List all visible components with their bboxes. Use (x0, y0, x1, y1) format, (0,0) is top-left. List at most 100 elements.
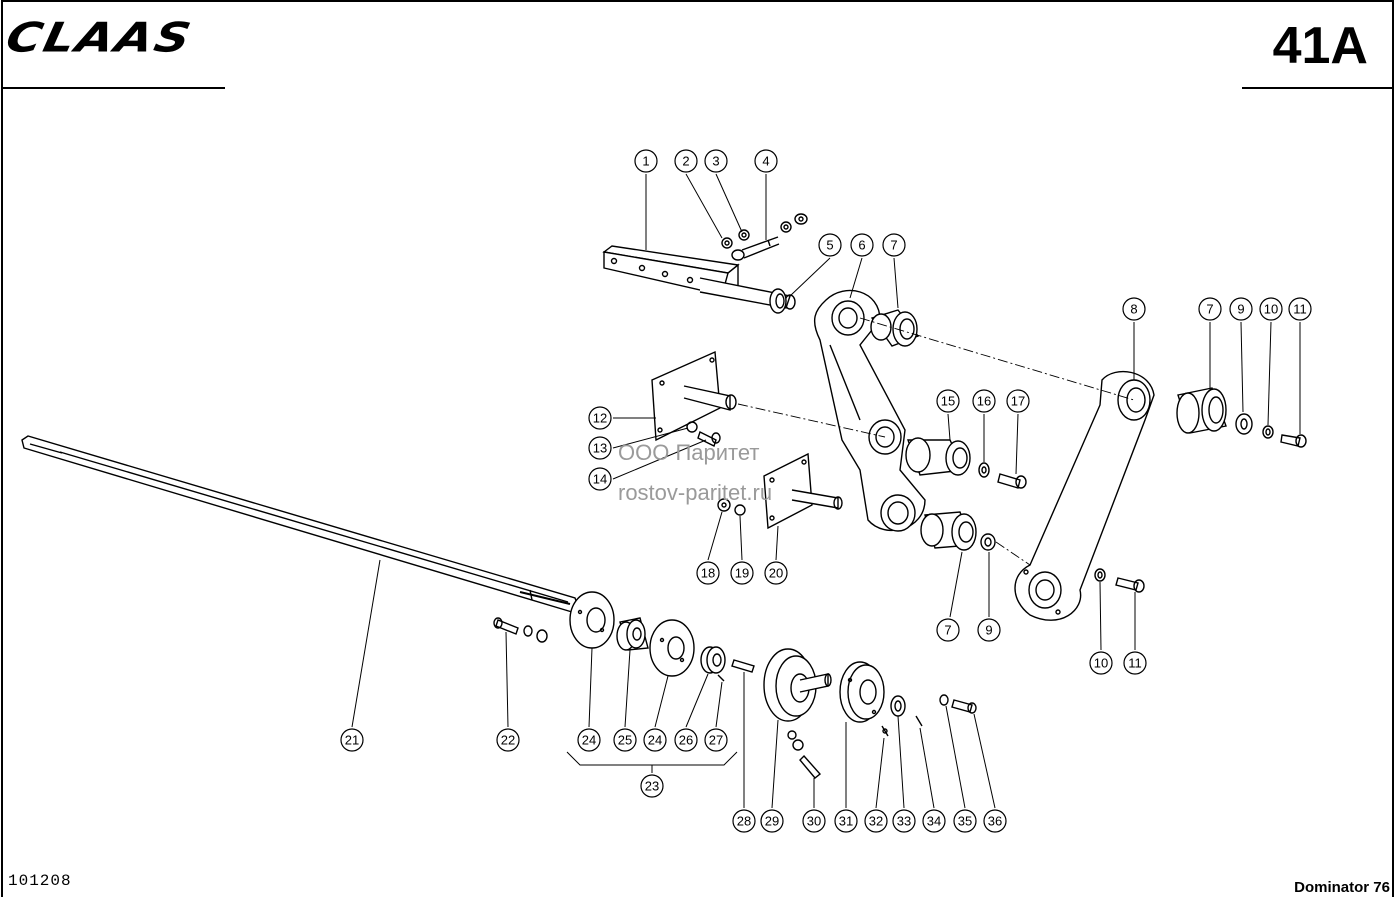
callout-label: 12 (593, 411, 607, 426)
callout-circle (588, 436, 612, 460)
callout-10: 10 (1259, 297, 1283, 321)
callout-label: 18 (701, 566, 715, 581)
callout-label: 11 (1128, 656, 1142, 671)
washer-9-lower (980, 533, 996, 551)
callout-31: 31 (834, 809, 858, 833)
bolt-4 (731, 236, 780, 261)
callout-label: 25 (618, 733, 632, 748)
shaft-21 (21, 435, 579, 613)
callout-7: 7 (882, 233, 906, 257)
callout-label: 7 (944, 623, 951, 638)
nut-2 (721, 237, 733, 249)
callout-12: 12 (588, 406, 612, 430)
callout-label: 9 (985, 623, 992, 638)
washer-16 (978, 462, 990, 478)
callout-circle (922, 809, 946, 833)
flange-24-left (569, 591, 615, 649)
callout-circle (972, 389, 996, 413)
callout-3: 3 (704, 149, 728, 173)
leader-lines (351, 173, 1301, 809)
callout-36: 36 (983, 809, 1007, 833)
callout-label: 1 (642, 154, 649, 169)
bushing-15 (905, 437, 971, 476)
callout-label: 35 (958, 814, 972, 829)
callout-circle (892, 809, 916, 833)
plate-20 (763, 452, 843, 530)
callout-label: 7 (890, 238, 897, 253)
callout-label: 21 (345, 733, 359, 748)
parts-artwork (21, 213, 1307, 779)
callout-label: 8 (1130, 302, 1137, 317)
plate-12 (651, 350, 737, 442)
callout-circle (613, 728, 637, 752)
callout-label: 9 (1237, 302, 1244, 317)
callout-label: 36 (988, 814, 1002, 829)
callout-label: 31 (839, 814, 853, 829)
nut-18 (717, 498, 731, 512)
callout-label: 24 (648, 733, 662, 748)
callout-circle (882, 233, 906, 257)
callout-label: 30 (807, 814, 821, 829)
callout-circle (936, 389, 960, 413)
watermark-line-2: rostov-paritet.ru (618, 480, 773, 505)
link-arm-6 (813, 289, 926, 532)
callout-circle (704, 728, 728, 752)
callout-label: 20 (769, 566, 783, 581)
callout-circle (496, 728, 520, 752)
callout-label: 23 (645, 779, 659, 794)
nut-4b (794, 213, 808, 225)
callout-34: 34 (922, 809, 946, 833)
callout-label: 13 (593, 441, 607, 456)
bushing-7-upper (870, 309, 920, 347)
callout-15: 15 (936, 389, 960, 413)
callout-label: 10 (1094, 656, 1108, 671)
callout-label: 24 (582, 733, 596, 748)
centre-lines (737, 317, 1135, 566)
callout-circle (764, 561, 788, 585)
callout-circle (634, 149, 658, 173)
callout-35: 35 (953, 809, 977, 833)
callout-circle (1089, 651, 1113, 675)
callout-circle (936, 618, 960, 642)
callout-label: 29 (765, 814, 779, 829)
washer-19 (734, 504, 746, 516)
callout-18: 18 (696, 561, 720, 585)
callout-label: 4 (762, 154, 769, 169)
callout-circle (730, 561, 754, 585)
callout-label: 27 (709, 733, 723, 748)
callout-23: 23 (640, 774, 664, 798)
callout-circle (674, 149, 698, 173)
watermark-line-1: ООО Паритет (618, 440, 760, 465)
callout-2: 2 (674, 149, 698, 173)
washer-10-right (1262, 425, 1274, 439)
bolt-17 (997, 473, 1027, 489)
washer-35 (939, 694, 949, 706)
callout-circle (1006, 389, 1030, 413)
callout-label: 33 (897, 814, 911, 829)
callout-circle (1123, 651, 1147, 675)
callout-26: 26 (674, 728, 698, 752)
callout-29: 29 (760, 809, 784, 833)
callout-21: 21 (340, 728, 364, 752)
callout-circle (1288, 297, 1312, 321)
callout-circle (850, 233, 874, 257)
callout-30: 30 (802, 809, 826, 833)
bolt-30 (787, 730, 822, 779)
bolt-36 (951, 699, 977, 714)
callout-label: 34 (927, 814, 941, 829)
grease-nipple-32 (881, 725, 889, 737)
callout-circle (953, 809, 977, 833)
bolt-22 (493, 617, 519, 635)
bolt-11-lower (1115, 577, 1145, 593)
callout-circle (732, 809, 756, 833)
callout-label: 3 (712, 154, 719, 169)
callout-circle (818, 233, 842, 257)
callout-22: 22 (496, 728, 520, 752)
bearing-housing-31 (839, 661, 885, 723)
washer-22a (523, 625, 533, 637)
callout-circle (802, 809, 826, 833)
nut-22b (536, 629, 548, 643)
callout-28: 28 (732, 809, 756, 833)
callout-label: 5 (826, 238, 833, 253)
